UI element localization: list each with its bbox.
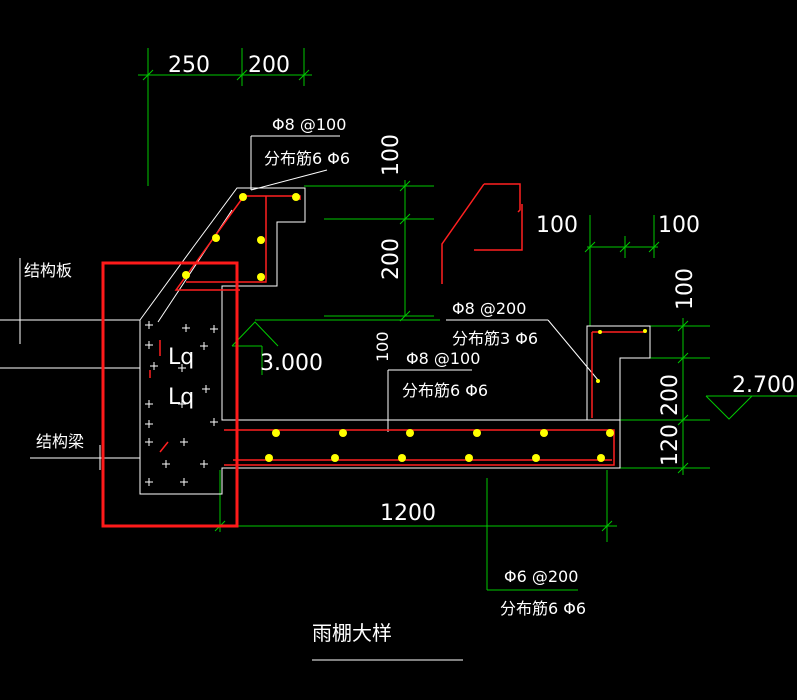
- dim-100-right-a: 100: [536, 213, 578, 238]
- dim-200-right: 200: [658, 374, 683, 416]
- dim-200-top: 200: [248, 53, 290, 78]
- rebar-dot: [473, 429, 481, 437]
- drawing-title: 雨棚大样: [312, 621, 392, 645]
- note-n4-dist: 分布筋6 Φ6: [500, 599, 586, 618]
- dim-120-right: 120: [658, 424, 683, 466]
- rebar-lines: [149, 183, 646, 466]
- rebar-dot: [540, 429, 548, 437]
- rebar-dot: [606, 429, 614, 437]
- rebar-dot: [406, 429, 414, 437]
- beam-highlight-box: [101, 261, 239, 528]
- rebar-dot: [339, 429, 347, 437]
- rebar-dot: [272, 429, 280, 437]
- small-rebar-marks: [596, 329, 647, 383]
- dimension-lines: [138, 48, 797, 591]
- note-n3-dist: 分布筋6 Φ6: [402, 381, 488, 400]
- dim-100-right-b: 100: [658, 213, 700, 238]
- rebar-dot: [212, 234, 220, 242]
- note-n3-main: Φ8 @100: [406, 349, 480, 368]
- label-structural-beam: 结构梁: [36, 432, 84, 451]
- label-lq-2: Lq: [168, 385, 194, 410]
- rebar-bars: [182, 193, 614, 462]
- rebar-dot: [182, 271, 190, 279]
- note-n1-dist: 分布筋6 Φ6: [264, 149, 350, 168]
- rebar-dot: [257, 236, 265, 244]
- dim-1200: 1200: [380, 501, 436, 526]
- label-structural-slab: 结构板: [24, 261, 72, 280]
- note-n4-main: Φ6 @200: [504, 567, 578, 586]
- rebar-dot: [292, 193, 300, 201]
- rebar-dot: [257, 273, 265, 281]
- note-n1-main: Φ8 @100: [272, 115, 346, 134]
- note-n2-main: Φ8 @200: [452, 299, 526, 318]
- rebar-dot: [398, 454, 406, 462]
- rebar-dot: [532, 454, 540, 462]
- rebar-dot: [465, 454, 473, 462]
- rebar-dot: [265, 454, 273, 462]
- note-n2-dist: 分布筋3 Φ6: [452, 329, 538, 348]
- elevation-2700: 2.700: [732, 373, 795, 398]
- rebar-dot: [597, 454, 605, 462]
- dim-100-right-v: 100: [673, 268, 698, 310]
- rebar-dot: [331, 454, 339, 462]
- label-lq-1: Lq: [168, 345, 194, 370]
- rebar-dot: [239, 193, 247, 201]
- elevation-3000: 3.000: [260, 351, 323, 376]
- dim-250: 250: [168, 53, 210, 78]
- dim-100-mid: 100: [373, 331, 392, 362]
- dim-200-upper: 200: [379, 238, 404, 280]
- dim-100-upper: 100: [379, 134, 404, 176]
- concrete-hatch: [145, 321, 218, 486]
